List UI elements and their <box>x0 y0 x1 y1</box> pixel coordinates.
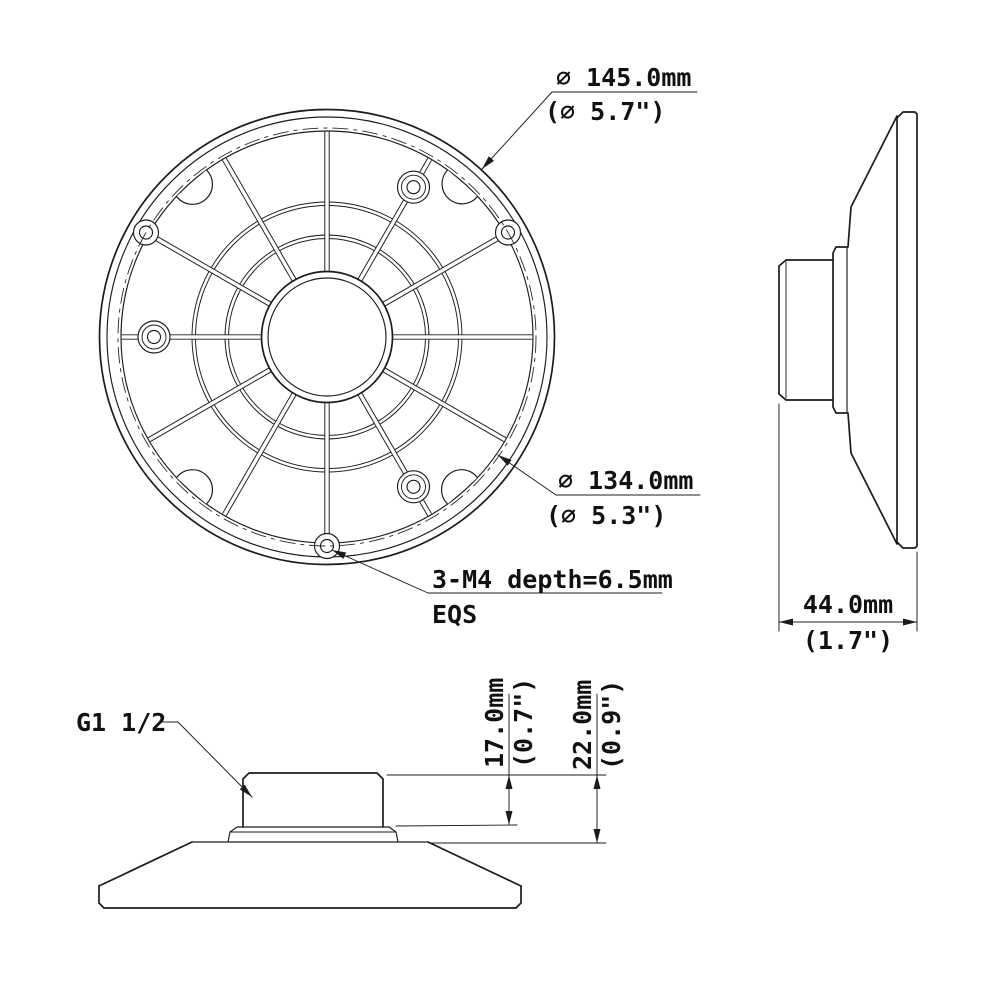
bottom-view: G1 1/2 17.0mm (0.7") 22.0mm (0.9") <box>76 678 626 909</box>
dim-boss-height-imperial: (0.7") <box>509 678 538 768</box>
leader-outer-diameter: ∅ 145.0mm (∅ 5.7") <box>481 63 698 170</box>
cone-bottom-edge <box>847 412 898 545</box>
hub-inner-circle <box>267 277 387 397</box>
cone-right-slope <box>427 841 522 887</box>
dim-boss-height-metric: 17.0mm <box>480 678 509 768</box>
dim-outer-diameter-imperial: (∅ 5.7") <box>545 97 665 126</box>
hub-circle <box>260 270 394 404</box>
leader-m4-holes: 3-M4 depth=6.5mm EQS <box>331 549 673 629</box>
cone-left-slope <box>98 841 193 887</box>
collar-profile <box>832 246 848 414</box>
cone-top-edge <box>847 115 898 248</box>
collar-right-edge <box>388 826 399 843</box>
side-view: 44.0mm (1.7") <box>778 111 918 655</box>
dim-thread-label: G1 1/2 <box>76 708 166 737</box>
collar-left-edge <box>227 826 238 843</box>
dim-m4-spacing: EQS <box>432 600 477 629</box>
boss-profile <box>778 259 834 401</box>
dimension-depth: 44.0mm (1.7") <box>778 403 918 655</box>
washer-holes <box>137 170 431 504</box>
rim-notches <box>175 169 479 505</box>
dim-total-height-imperial: (0.9") <box>597 680 626 770</box>
leader-thread: G1 1/2 <box>76 708 253 798</box>
dim-total-height-metric: 22.0mm <box>568 680 597 770</box>
thread-boss-outline <box>242 772 384 828</box>
spokes <box>121 131 533 543</box>
dim-m4-spec: 3-M4 depth=6.5mm <box>432 565 673 594</box>
flange-rim-profile <box>896 111 918 549</box>
dim-outer-diameter-metric: ∅ 145.0mm <box>556 63 691 92</box>
leader-inner-diameter: ∅ 134.0mm (∅ 5.3") <box>497 454 701 530</box>
dimension-heights: 17.0mm (0.7") 22.0mm (0.9") <box>386 678 626 844</box>
pitch-circle-centerline <box>117 127 537 547</box>
front-view: ∅ 145.0mm (∅ 5.7") ∅ 134.0mm (∅ 5.3") 3-… <box>98 63 701 629</box>
dim-depth-imperial: (1.7") <box>803 626 893 655</box>
base-rim-outline <box>98 885 522 909</box>
dim-depth-metric: 44.0mm <box>803 590 893 619</box>
dim-inner-diameter-metric: ∅ 134.0mm <box>558 466 693 495</box>
outer-circle <box>98 108 556 566</box>
dim-inner-diameter-imperial: (∅ 5.3") <box>546 501 666 530</box>
